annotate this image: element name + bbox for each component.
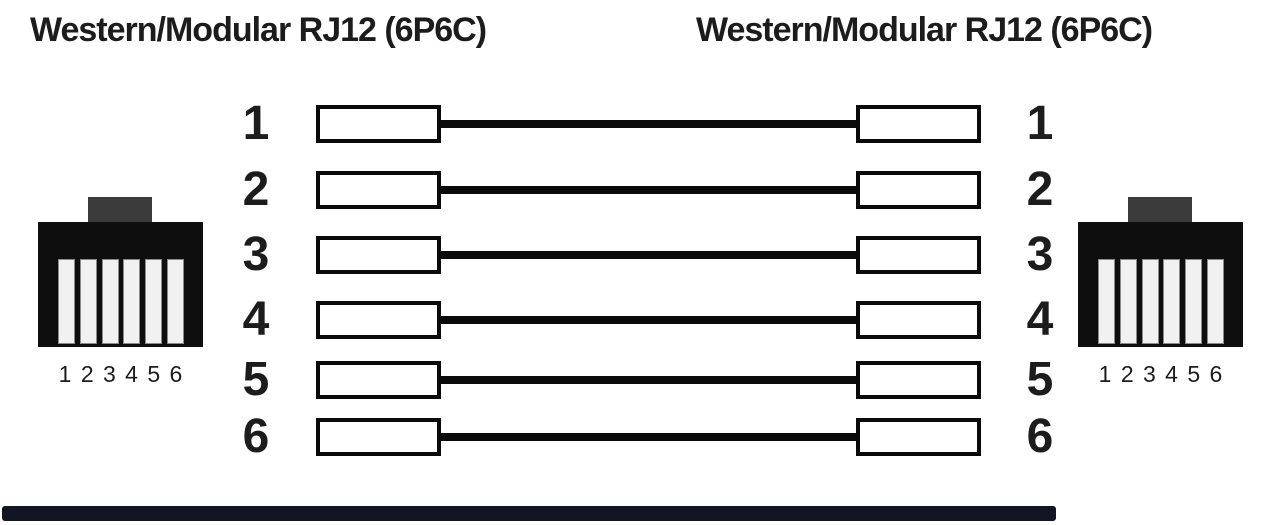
left-pin-box <box>316 105 441 143</box>
connector-slot <box>58 259 75 344</box>
wire-line <box>438 433 859 441</box>
wire-row: 2 2 <box>0 163 1280 216</box>
right-pin-number: 5 <box>1026 353 1054 406</box>
wire-line <box>438 316 859 324</box>
connector-pin-numbers: 1 2 3 4 5 6 <box>58 361 183 387</box>
right-pin-number: 1 <box>1026 97 1054 150</box>
wire-row: 5 5 <box>0 353 1280 406</box>
title-left: Western/Modular RJ12 (6P6C) <box>30 11 487 49</box>
left-pin-box <box>316 361 441 399</box>
right-pin-box <box>856 301 981 339</box>
title-right: Western/Modular RJ12 (6P6C) <box>696 11 1153 49</box>
wire-line <box>438 376 859 384</box>
connector-latch-icon <box>1128 197 1192 224</box>
left-pin-number: 5 <box>242 353 270 406</box>
right-pin-number: 3 <box>1026 228 1054 281</box>
connector-body-icon <box>1078 222 1243 347</box>
right-pin-number: 4 <box>1026 293 1054 346</box>
connector-slots <box>1098 259 1224 344</box>
right-pin-box <box>856 418 981 456</box>
wire-line <box>438 251 859 259</box>
left-pin-box <box>316 236 441 274</box>
left-pin-number: 3 <box>242 228 270 281</box>
connector-slot <box>1185 259 1203 344</box>
wire-row: 6 6 <box>0 410 1280 463</box>
connector-slot <box>1119 259 1137 344</box>
left-pin-number: 4 <box>242 293 270 346</box>
left-pin-number: 1 <box>242 97 270 150</box>
connector-latch-icon <box>88 197 152 224</box>
connector-slot <box>1163 259 1181 344</box>
connector-slot <box>145 259 163 344</box>
left-pin-box <box>316 171 441 209</box>
wire-line <box>438 186 859 194</box>
left-pin-number: 2 <box>242 163 270 216</box>
right-pin-box <box>856 171 981 209</box>
right-pin-box <box>856 361 981 399</box>
left-pin-number: 6 <box>242 410 270 463</box>
right-pin-box <box>856 105 981 143</box>
wire-row: 1 1 <box>0 97 1280 150</box>
right-pin-number: 2 <box>1026 163 1054 216</box>
wire-line <box>438 120 859 128</box>
rj12-connector-right: 1 2 3 4 5 6 <box>1078 197 1243 397</box>
connector-slot <box>1141 259 1159 344</box>
connector-body-icon <box>38 222 203 347</box>
wire-row: 3 3 <box>0 228 1280 281</box>
wire-row: 4 4 <box>0 293 1280 346</box>
connector-slot <box>123 259 141 344</box>
connector-pin-numbers: 1 2 3 4 5 6 <box>1098 361 1223 387</box>
connector-slot <box>1098 259 1115 344</box>
connector-slot <box>166 259 184 344</box>
left-pin-box <box>316 418 441 456</box>
right-pin-number: 6 <box>1026 410 1054 463</box>
connector-slot <box>1206 259 1224 344</box>
connector-slot <box>79 259 97 344</box>
right-pin-box <box>856 236 981 274</box>
left-pin-box <box>316 301 441 339</box>
horizontal-scrollbar-thumb[interactable] <box>2 506 1056 521</box>
rj12-connector-left: 1 2 3 4 5 6 <box>38 197 203 397</box>
connector-slots <box>58 259 184 344</box>
connector-slot <box>101 259 119 344</box>
